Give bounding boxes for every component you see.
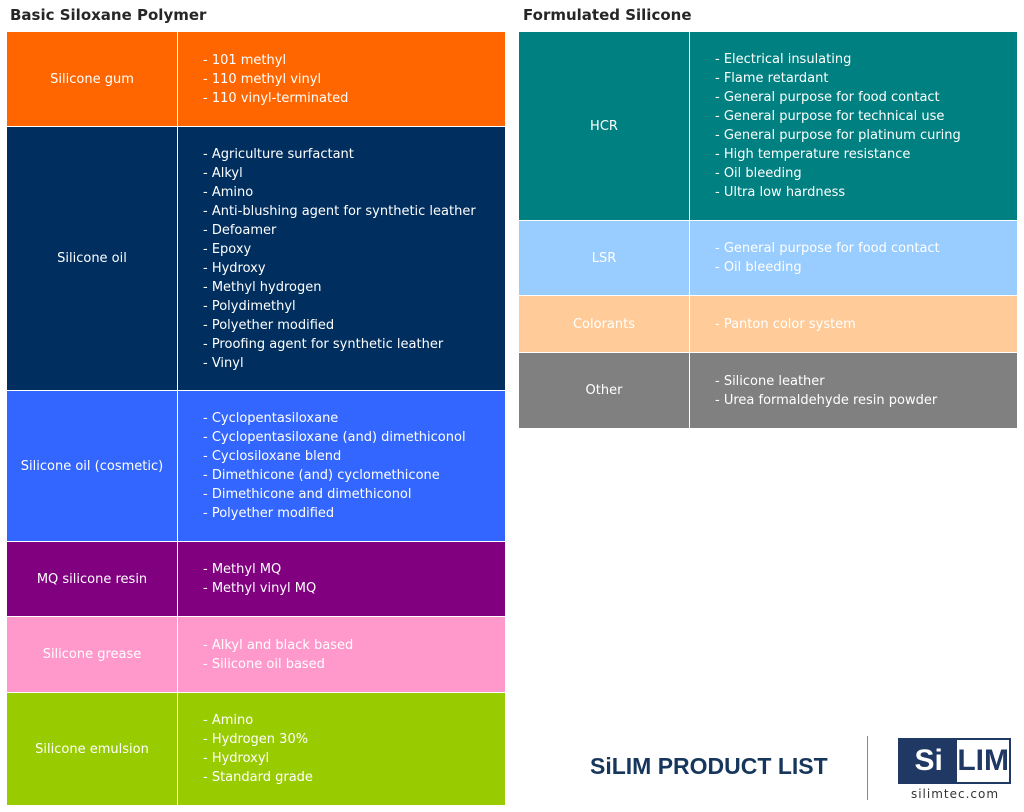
table-row: Silicone oil - Agriculture surfactant - Al… [6,126,506,391]
product-item: - Panton color system [715,316,856,332]
product-item: - Defoamer [203,222,277,238]
category-cell: LSR [518,220,690,296]
product-item: - Alkyl [203,165,243,181]
product-item: - Standard grade [203,770,313,785]
category-cell: Colorants [518,295,690,353]
product-item: - Methyl vinyl MQ [203,581,317,596]
product-item: - Cyclopentasiloxane [203,411,339,426]
table-row: HCR - Electrical insulating - Flame retard… [518,31,1018,221]
product-item: - General purpose for technical use [715,109,945,124]
product-item: - Silicone leather [715,373,825,389]
product-item: - Methyl MQ [203,562,282,577]
product-item: - Proofing agent for synthetic leather [203,336,444,352]
category-cell: Silicone grease [6,616,178,693]
formulated-silicone-title: Formulated Silicone [523,6,692,24]
product-item: - Hydroxyl [203,751,270,766]
items-cell: - Agriculture surfactant - Alkyl - Amino - … [177,126,506,391]
product-item: - Electrical insulating [715,52,852,67]
product-item: - Epoxy [203,241,252,257]
items-cell: - 101 methyl - 110 methyl vinyl - 110 viny… [177,31,506,127]
items-cell: - Panton color system [689,295,1018,353]
table-row: MQ silicone resin - Methyl MQ - Methyl vin… [6,541,506,617]
product-item: - Silicone oil based [203,656,325,672]
product-item: - Alkyl and black based [203,637,354,653]
product-item: - General purpose for food contact [715,90,940,105]
product-item: - Amino [203,713,254,728]
table-row: Other - Silicone leather - Urea formaldehy… [518,352,1018,429]
product-item: - Dimethicone (and) cyclomethicone [203,468,440,483]
product-item: - Hydroxy [203,260,266,276]
product-item: - Amino [203,184,254,200]
formulated-silicone-table: HCR - Electrical insulating - Flame retard… [518,31,1018,429]
table-row: LSR - General purpose for food contact - O… [518,220,1018,296]
table-row: Silicone emulsion- Amino- Hydrogen 30%- … [6,692,506,806]
table-row: Colorants - Panton color system [518,295,1018,353]
items-cell: - Cyclopentasiloxane - Cyclopentasiloxane… [177,390,506,542]
basic-siloxane-title: Basic Siloxane Polymer [10,6,207,24]
items-cell: - General purpose for food contact - Oil … [689,220,1018,296]
items-cell: - Silicone leather - Urea formaldehyde re… [689,352,1018,429]
product-item: - 110 vinyl-terminated [203,90,349,106]
product-item: - Methyl hydrogen [203,279,322,295]
product-item: - Agriculture surfactant [203,146,354,162]
logo-lim: LIM [957,744,1009,777]
table-row: Silicone oil (cosmetic)- Cyclopentasilox… [6,390,506,542]
product-item: - Flame retardant [715,71,829,86]
category-cell: Silicone oil (cosmetic) [6,390,178,542]
footer-divider [867,736,868,800]
items-cell: - Amino - Hydrogen 30% - Hydroxyl - Standar… [177,692,506,806]
product-item: - Cyclopentasiloxane (and) dimethiconol [203,430,466,445]
items-cell: - Methyl MQ - Methyl vinyl MQ [177,541,506,617]
basic-siloxane-table: Silicone gum - 101 methyl - 110 methyl vin… [6,31,506,806]
product-item: - Polyether modified [203,317,335,333]
category-cell: MQ silicone resin [6,541,178,617]
product-item: - General purpose for platinum curing [715,128,961,143]
silim-logo: Si LIM [898,738,1011,784]
product-item: - Cyclosiloxane blend [203,449,342,464]
category-cell: Silicone oil [6,126,178,391]
product-item: - Hydrogen 30% [203,732,309,747]
product-item: - Vinyl [203,355,244,371]
items-cell: - Electrical insulating - Flame retardant… [689,31,1018,221]
category-cell: Silicone gum [6,31,178,127]
product-list-title: SiLIM PRODUCT LIST [590,753,828,779]
product-item: - Urea formaldehyde resin powder [715,392,938,408]
product-item: - Oil bleeding [715,260,802,275]
product-item: - Oil bleeding [715,166,802,181]
product-item: - Polyether modified [203,506,335,521]
category-cell: Silicone emulsion [6,692,178,806]
product-item: - 101 methyl [203,52,287,68]
category-cell: Other [518,352,690,429]
items-cell: - Alkyl and black based - Silicone oil ba… [177,616,506,693]
product-item: - Ultra low hardness [715,185,846,200]
product-item: - Polydimethyl [203,298,296,314]
product-item: - Dimethicone and dimethiconol [203,487,412,502]
product-item: - General purpose for food contact [715,241,940,256]
logo-si: Si [900,740,958,782]
product-item: - 110 methyl vinyl [203,71,322,87]
product-item: - Anti-blushing agent for synthetic leat… [203,203,476,219]
table-row: Silicone gum - 101 methyl - 110 methyl vin… [6,31,506,127]
table-row: Silicone grease- Alkyl and black based- … [6,616,506,693]
website-text: silimtec.com [910,787,1000,801]
category-cell: HCR [518,31,690,221]
product-item: - High temperature resistance [715,147,911,162]
